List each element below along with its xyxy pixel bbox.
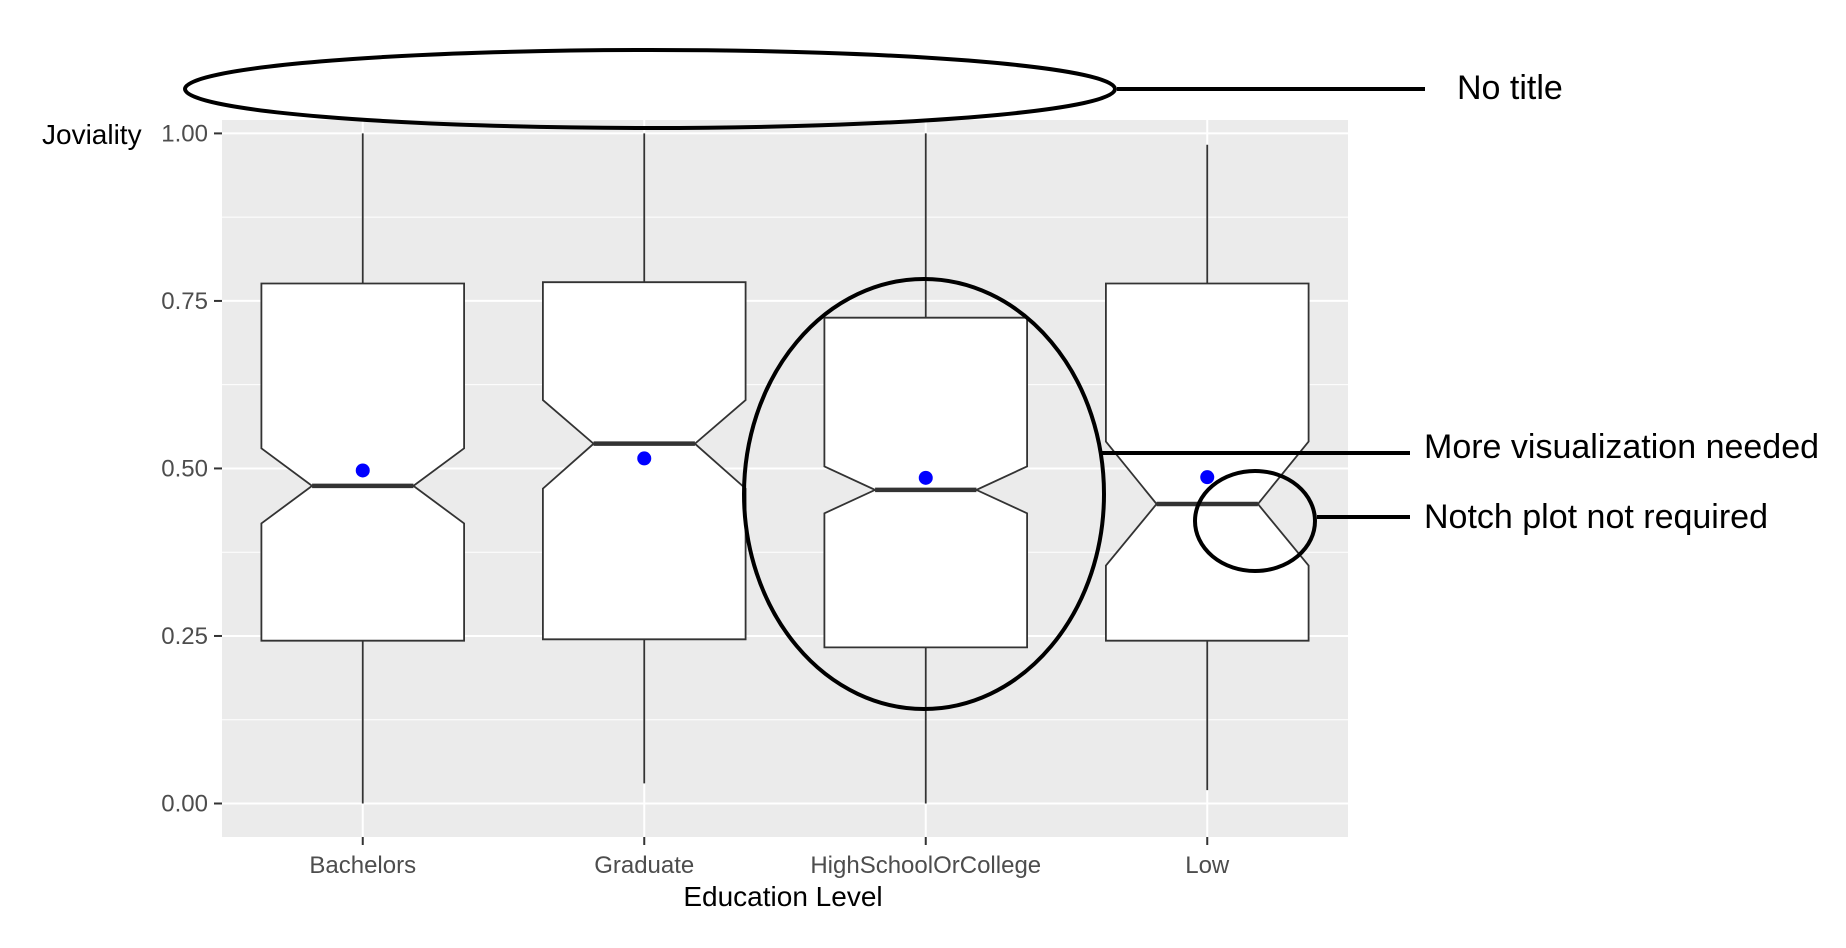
x-axis: Bachelors Graduate HighSchoolOrCollege Low bbox=[309, 837, 1230, 879]
mean-point bbox=[355, 463, 370, 478]
y-tick-label: 0.00 bbox=[161, 790, 208, 817]
x-axis-title: Education Level bbox=[683, 881, 882, 912]
x-tick-label: HighSchoolOrCollege bbox=[810, 852, 1041, 879]
annotation-notch-ellipse bbox=[1193, 469, 1317, 573]
annotation-layer bbox=[183, 48, 1425, 711]
annotation-box-ellipse bbox=[742, 277, 1106, 711]
mean-point bbox=[918, 470, 933, 485]
box-bachelors bbox=[260, 133, 466, 804]
annotation-more-visualization: More visualization needed bbox=[1424, 428, 1819, 466]
mean-point bbox=[1200, 470, 1215, 485]
mean-points bbox=[355, 451, 1215, 485]
y-tick-label: 1.00 bbox=[161, 120, 208, 147]
x-tick-label: Bachelors bbox=[309, 852, 416, 879]
x-tick-label: Low bbox=[1185, 852, 1230, 879]
notched-box bbox=[260, 282, 466, 642]
x-tick-label: Graduate bbox=[594, 852, 694, 879]
mean-point bbox=[637, 451, 652, 466]
y-axis-title: Joviality bbox=[42, 119, 142, 150]
y-tick-label: 0.50 bbox=[161, 455, 208, 482]
annotation-notch-not-required: Notch plot not required bbox=[1424, 498, 1768, 536]
notched-box bbox=[1105, 282, 1310, 642]
y-tick-label: 0.75 bbox=[161, 288, 208, 315]
annotation-no-title: No title bbox=[1457, 69, 1563, 107]
y-tick-label: 0.25 bbox=[161, 623, 208, 650]
y-axis: 0.00 0.25 0.50 0.75 1.00 bbox=[161, 120, 222, 817]
annotation-title-ellipse bbox=[183, 48, 1117, 130]
box-low bbox=[1105, 144, 1310, 791]
